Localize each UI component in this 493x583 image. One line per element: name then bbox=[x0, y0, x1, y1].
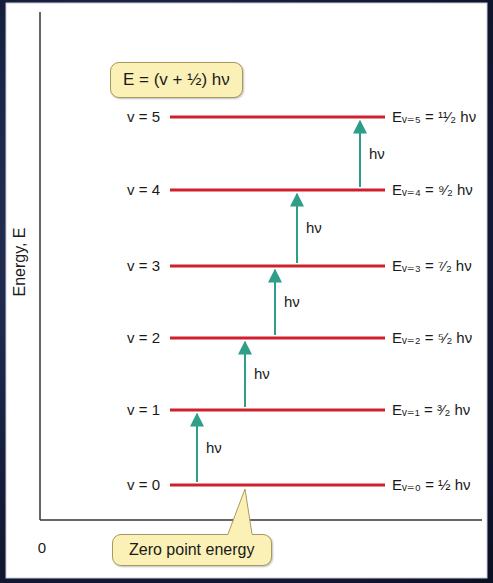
pointer-edge bbox=[228, 489, 252, 534]
level-label: hν bbox=[284, 293, 300, 311]
panel bbox=[6, 3, 487, 578]
level-label: Eᵥ₌₀ = ½ hν bbox=[392, 476, 471, 494]
transition-arrow bbox=[274, 270, 276, 335]
pointer-fill bbox=[228, 489, 252, 535]
level-label: 0 bbox=[38, 539, 46, 557]
level-label: v = 3 bbox=[127, 257, 160, 275]
transition-arrow bbox=[296, 194, 298, 263]
level-label: Eᵥ₌₂ = ⁵⁄₂ hν bbox=[392, 329, 472, 347]
level-line bbox=[170, 189, 385, 192]
level-label: hν bbox=[306, 219, 322, 237]
level-label: hν bbox=[206, 439, 222, 457]
level-line bbox=[170, 337, 385, 340]
axis-label: Energy, E bbox=[10, 227, 29, 296]
callout-text: Zero point energy bbox=[129, 541, 255, 559]
level-line bbox=[170, 409, 385, 412]
level-label: Eᵥ₌₄ = ⁹⁄₂ hν bbox=[392, 181, 473, 199]
baseline-axis bbox=[40, 519, 482, 521]
transition-arrow bbox=[244, 342, 246, 407]
energy-axis bbox=[39, 12, 41, 520]
level-line bbox=[170, 116, 385, 119]
level-label: Eᵥ₌₃ = ⁷⁄₂ hν bbox=[392, 257, 472, 275]
level-label: v = 0 bbox=[127, 476, 160, 494]
formula-box: E = (v + ½) hν bbox=[110, 62, 243, 98]
level-label: hν bbox=[254, 365, 270, 383]
level-label: hν bbox=[369, 145, 385, 163]
level-line bbox=[170, 484, 385, 487]
energy-levels bbox=[170, 117, 385, 485]
level-label: Eᵥ₌₁ = ³⁄₂ hν bbox=[392, 401, 470, 419]
level-label: v = 4 bbox=[127, 181, 160, 199]
level-line bbox=[170, 265, 385, 268]
transition-arrows bbox=[197, 121, 360, 482]
level-label: v = 5 bbox=[127, 108, 160, 126]
transition-arrow bbox=[196, 414, 198, 482]
transition-arrow bbox=[359, 121, 361, 187]
level-label: Eᵥ₌₅ = ¹¹⁄₂ hν bbox=[392, 108, 476, 126]
energy-formula: E = (v + ½) hν bbox=[123, 70, 230, 90]
level-label: v = 2 bbox=[127, 329, 160, 347]
callout-box: Zero point energy bbox=[112, 534, 272, 566]
level-label: v = 1 bbox=[127, 401, 160, 419]
